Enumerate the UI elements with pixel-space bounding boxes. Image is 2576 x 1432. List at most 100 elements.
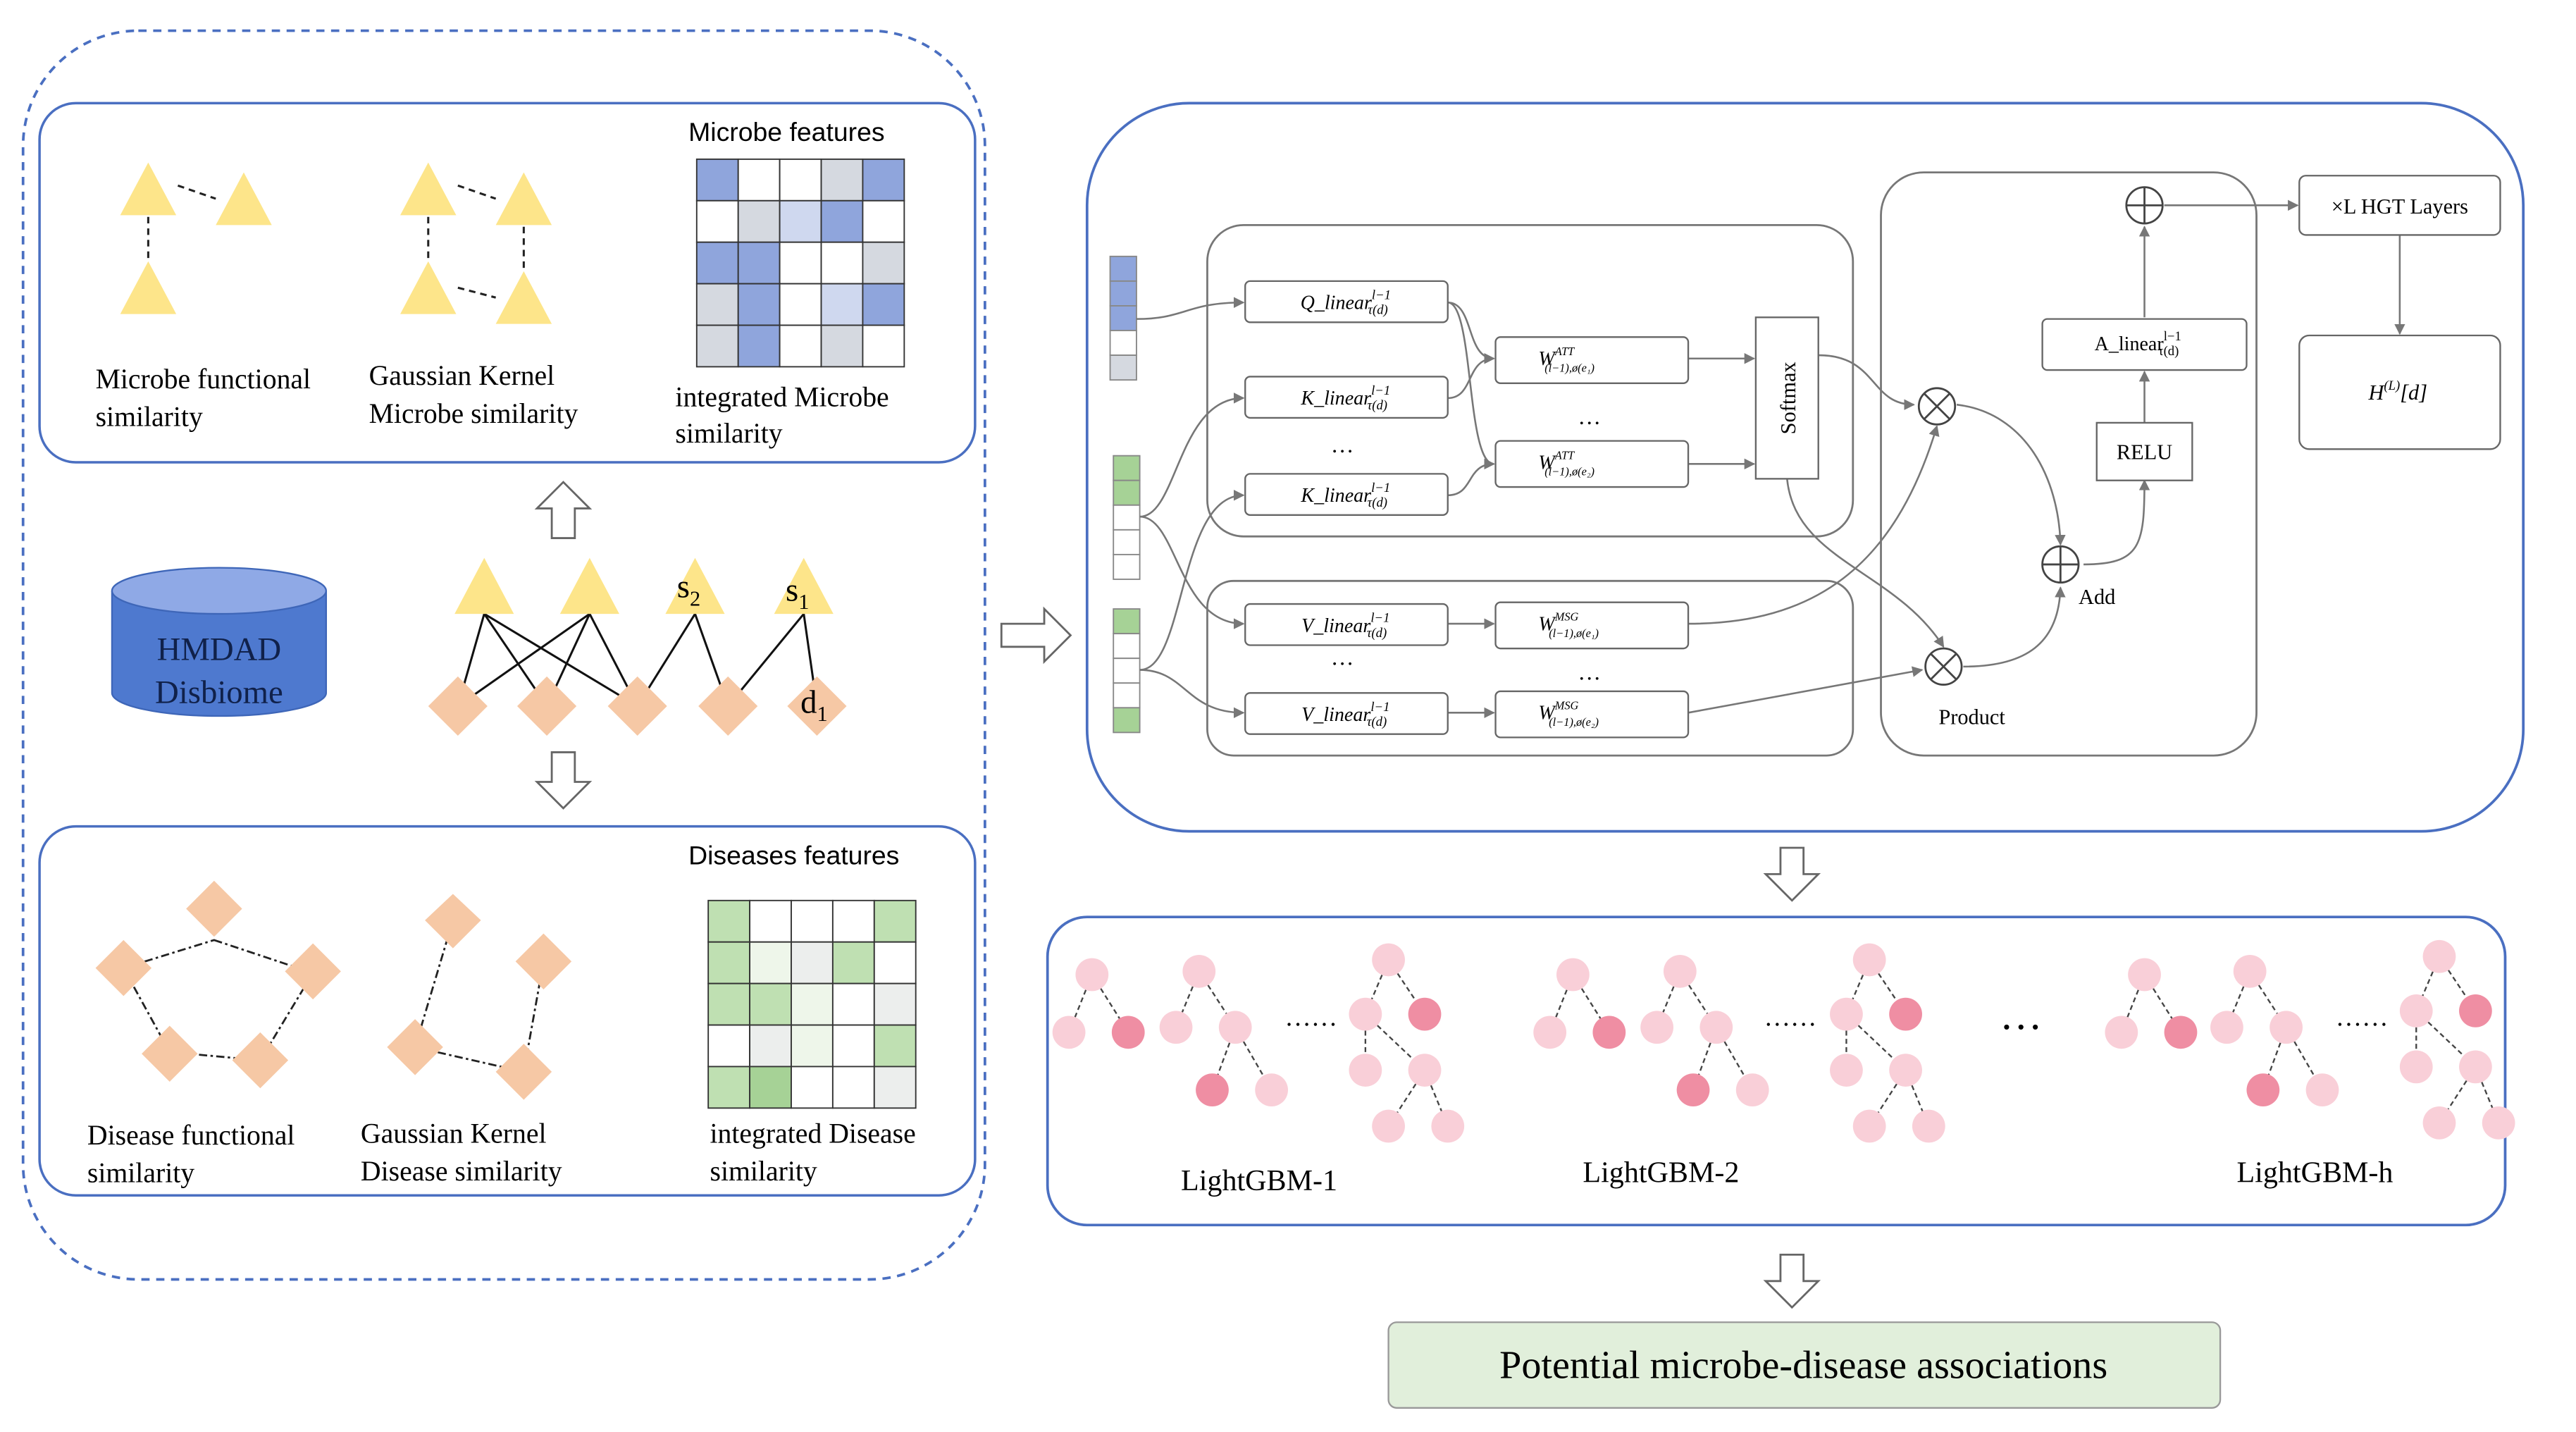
matrix-cell (831, 982, 875, 1026)
tree-node (1349, 997, 1382, 1031)
matrix-cell (831, 899, 875, 943)
matrix-cell (695, 241, 739, 285)
matrix-cell (779, 199, 822, 243)
tree-node (2422, 939, 2456, 973)
w-msg-label-2: W (1538, 703, 1556, 724)
microbe-functional-label-2: similarity (96, 402, 203, 433)
matrix-cell (862, 241, 905, 285)
matrix-cell (820, 241, 864, 285)
message-group-box (1206, 579, 1854, 757)
matrix-cell (820, 199, 864, 243)
result-box: Potential microbe-disease associations (1387, 1321, 2222, 1409)
triangle-icon (120, 261, 177, 314)
lightgbm-dots-2: …… (1764, 1003, 1817, 1032)
lightgbm-dots-1: …… (1284, 1003, 1337, 1032)
multiply-icon (1924, 647, 1963, 686)
triangle-icon (495, 172, 552, 226)
input-feature-column-3 (1113, 608, 1141, 734)
product-label: Product (1938, 705, 2005, 729)
svg-text:WMSG(l−1),ø(e₂): WMSG(l−1),ø(e₂) (1538, 699, 1599, 729)
svg-text:Q_linearl−1τ(d): Q_linearl−1τ(d) (1301, 288, 1391, 318)
matrix-cell (737, 324, 781, 368)
lightgbm-big-dots: … (2000, 992, 2043, 1039)
database-label-1: HMDAD (157, 631, 282, 668)
matrix-cell (791, 899, 834, 943)
matrix-cell (873, 899, 917, 943)
triangle-icon (665, 557, 725, 615)
tree-node (2270, 1011, 2303, 1044)
matrix-cell (707, 1066, 751, 1109)
tree-node (1676, 1073, 1710, 1107)
svg-text:WATT(l−1),ø(e₂): WATT(l−1),ø(e₂) (1538, 448, 1594, 478)
v-linear-ellipsis: … (1331, 646, 1354, 671)
w-msg-ellipsis: … (1578, 660, 1601, 686)
matrix-cell (737, 199, 781, 243)
tree-node (1556, 958, 1590, 992)
k-linear-label-2: K_linear (1300, 485, 1371, 507)
matrix-cell (749, 1024, 792, 1068)
w-att-box-1: WATT(l−1),ø(e₁) (1494, 336, 1690, 384)
matrix-cell (737, 241, 781, 285)
matrix-cell (873, 1066, 917, 1109)
triangle-icon (495, 271, 552, 324)
input-feature-column-1 (1109, 255, 1137, 381)
matrix-cell (695, 158, 739, 202)
matrix-cell (737, 283, 781, 326)
matrix-cell (695, 283, 739, 326)
tree-node (1592, 1016, 1626, 1049)
matrix-cell (873, 982, 917, 1026)
tree-node (2459, 1050, 2492, 1084)
matrix-cell (791, 982, 834, 1026)
matrix-cell (831, 1066, 875, 1109)
lightgbm-label-h: LightGBM-h (2236, 1157, 2393, 1190)
tree-node (1408, 1054, 1442, 1087)
microbe-functional-graph (120, 162, 272, 314)
w-msg-box-1: WMSG(l−1),ø(e₁) (1494, 601, 1690, 650)
triangle-icon (120, 162, 177, 216)
tree-node (1735, 1073, 1769, 1107)
a-linear-label: A_linear (2095, 333, 2165, 355)
output-label: H (2367, 381, 2385, 405)
w-att-label-1: W (1538, 348, 1556, 370)
tree-node (1640, 1011, 1673, 1044)
lightgbm-dots-3: …… (2336, 1003, 2389, 1032)
microbe-gaussian-label-2: Microbe similarity (369, 398, 578, 429)
diamond-icon (186, 880, 242, 937)
tree-node (2233, 954, 2267, 988)
disease-functional-label-1: Disease functional (87, 1120, 295, 1151)
microbe-similarity-matrix (695, 158, 905, 368)
tree-node (1159, 1011, 1193, 1044)
diamond-icon (428, 676, 488, 736)
tree-node (1830, 997, 1863, 1031)
tree-node (2105, 1016, 2138, 1049)
w-msg-box-2: WMSG(l−1),ø(e₂) (1494, 690, 1690, 739)
matrix-cell (791, 941, 834, 984)
disease-functional-graph (95, 880, 341, 1089)
tree-node (1111, 1016, 1145, 1049)
lightgbm-panel: …… …… …… … LightGBM-1 LightGBM-2 LightGB… (1046, 915, 2515, 1227)
matrix-cell (873, 941, 917, 984)
matrix-cell (831, 1024, 875, 1068)
tree-node (2210, 1011, 2243, 1044)
matrix-cell (749, 941, 792, 984)
triangle-icon (400, 261, 457, 314)
v-linear-label-1: V_linear (1301, 615, 1370, 637)
microbe-gaussian-label-1: Gaussian Kernel (369, 360, 555, 391)
w-att-ellipsis: … (1578, 405, 1601, 430)
disease-gaussian-label-2: Disease similarity (361, 1156, 562, 1187)
add-icon (2125, 186, 2164, 225)
tree-node (1699, 1011, 1733, 1044)
tree-node (1912, 1109, 1945, 1143)
tree-node (1182, 954, 1216, 988)
tree-node (2305, 1073, 2339, 1107)
diamond-icon (698, 676, 758, 736)
svg-text:K_linearl−1τ(d): K_linearl−1τ(d) (1300, 481, 1390, 510)
diamond-icon (517, 676, 577, 736)
matrix-cell (862, 283, 905, 326)
matrix-cell (695, 199, 739, 243)
diamond-icon (425, 894, 481, 949)
